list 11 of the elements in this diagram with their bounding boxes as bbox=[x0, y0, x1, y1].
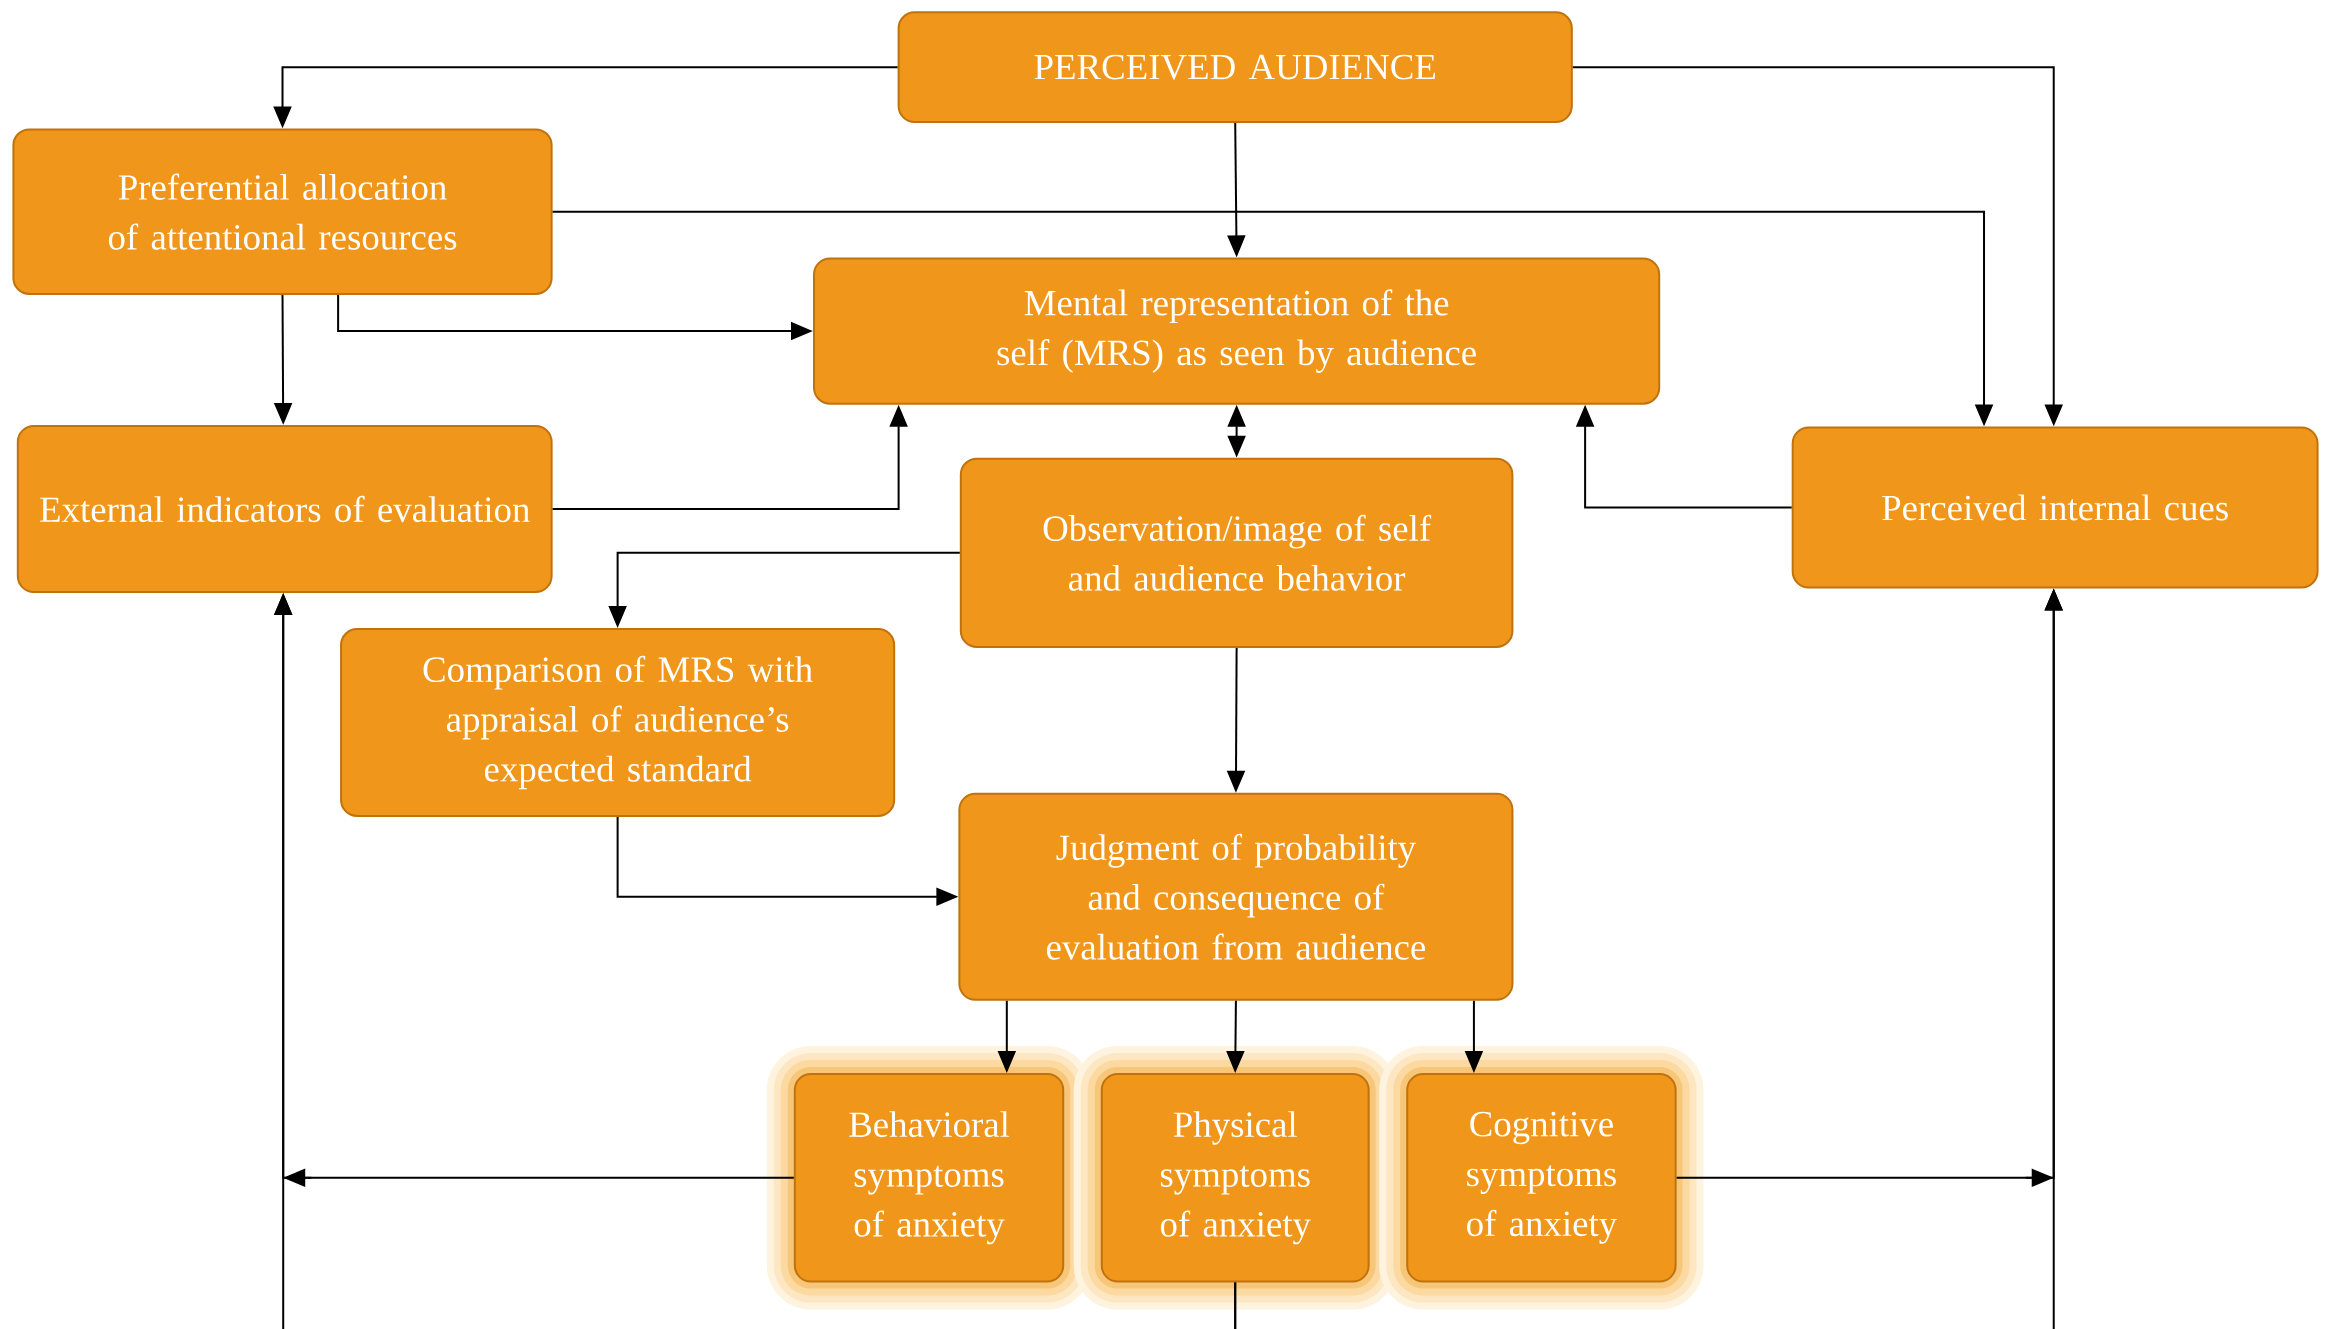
process-box: Behavioral symptoms of anxiety bbox=[793, 1073, 1065, 1283]
process-box: Observation/image of self and audience behavior bbox=[959, 457, 1514, 648]
title-box: PERCEIVED AUDIENCE bbox=[897, 11, 1573, 124]
process-box: Perceived internal cues bbox=[1791, 426, 2319, 589]
process-box: Judgment of probability and consequence of evaluation from audience bbox=[958, 792, 1514, 1001]
process-box: Physical symptoms of anxiety bbox=[1100, 1073, 1370, 1283]
process-box: External indicators of evaluation bbox=[16, 424, 553, 594]
process-box: Comparison of MRS with appraisal of audience’s expected standard bbox=[340, 628, 896, 817]
process-box: Mental representation of the self (MRS) as seen by audience bbox=[813, 257, 1661, 405]
process-box: Cognitive symptoms of anxiety bbox=[1406, 1073, 1677, 1283]
process-box: Preferential allocation of attentional resources bbox=[12, 128, 553, 295]
